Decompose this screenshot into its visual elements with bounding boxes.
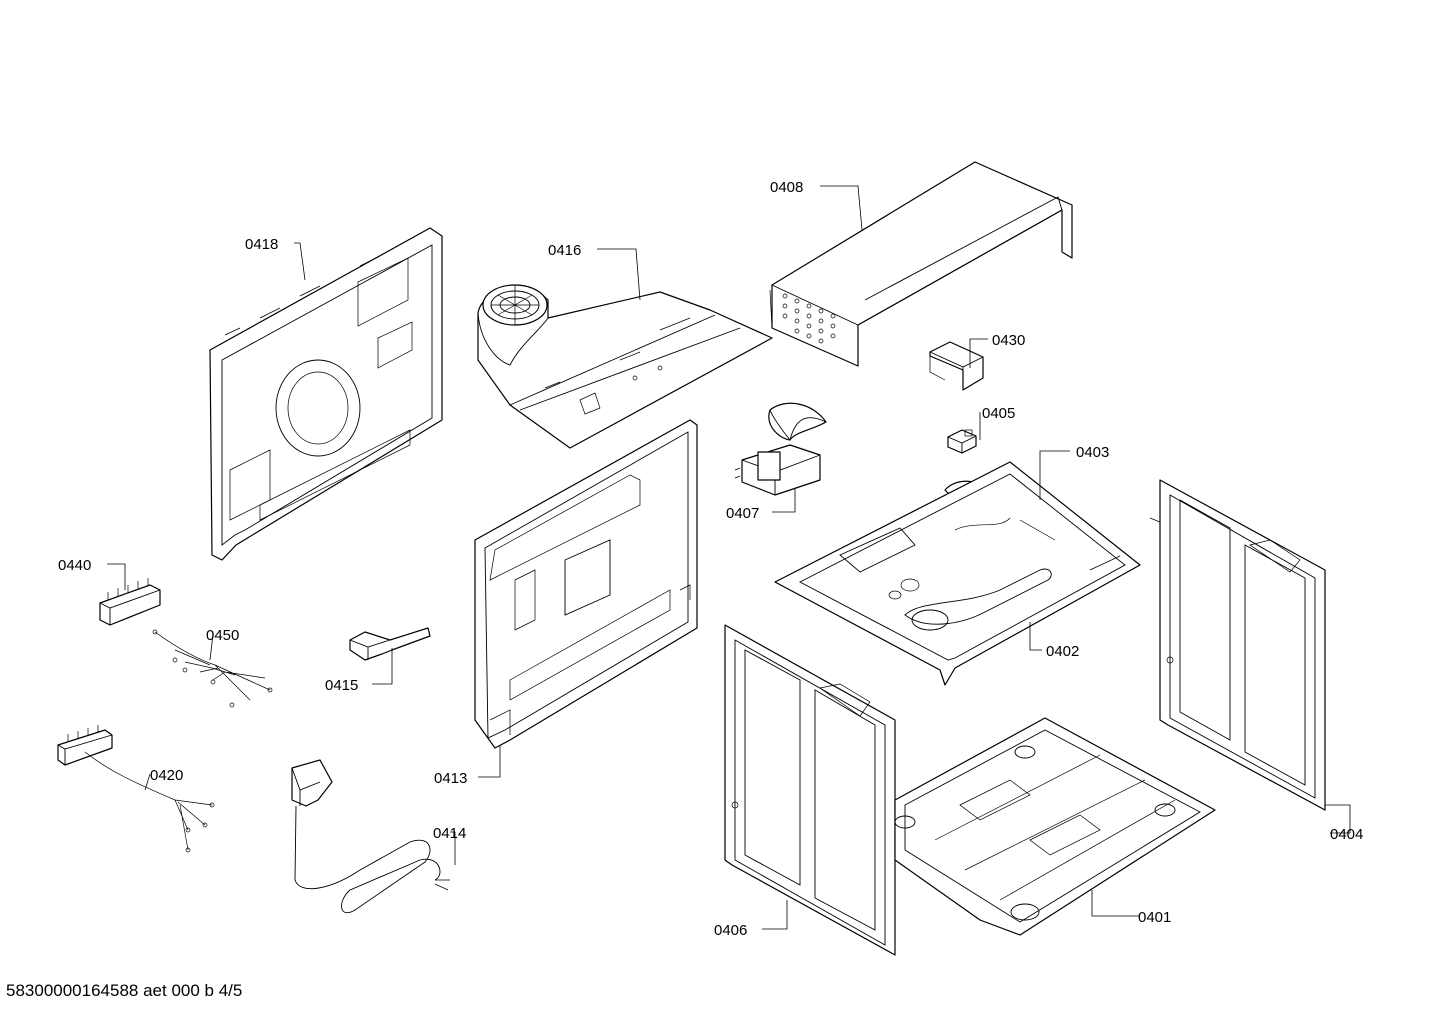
label-0404: 0404 [1330, 826, 1363, 843]
part-0406-left-side-panel [724, 624, 896, 956]
part-0402-top-cover-plate [774, 461, 1141, 686]
label-0430: 0430 [992, 332, 1025, 349]
label-0414: 0414 [433, 825, 466, 842]
label-0402: 0402 [1046, 643, 1079, 660]
part-0450-wiring-harness-upper [152, 629, 273, 708]
label-0406: 0406 [714, 922, 747, 939]
leader-lines [107, 185, 1351, 930]
label-0405: 0405 [982, 405, 1015, 422]
part-0415-door-switch [349, 627, 431, 661]
label-0440: 0440 [58, 557, 91, 574]
part-0408-control-panel-frame [769, 161, 1073, 367]
part-0404-right-side-panel [1149, 479, 1326, 811]
label-0415: 0415 [325, 677, 358, 694]
label-0407: 0407 [726, 505, 759, 522]
part-0420-wiring-harness-lower [57, 725, 215, 853]
label-0420: 0420 [150, 767, 183, 784]
label-0413: 0413 [434, 770, 467, 787]
part-0416-fan-duct-assembly [477, 284, 773, 449]
part-0440-terminal-block [99, 578, 161, 626]
part-0430-cover-cap [929, 341, 984, 391]
label-0416: 0416 [548, 242, 581, 259]
label-0401: 0401 [1138, 909, 1171, 926]
part-0405-thermostat-clip [947, 429, 977, 454]
part-labels: 0401 0402 0403 0404 0405 0406 0407 0408 … [58, 179, 1363, 939]
label-0408: 0408 [770, 179, 803, 196]
document-reference-footer: 58300000164588 aet 000 b 4/5 [6, 981, 243, 1000]
part-0401-base-tray [894, 717, 1216, 936]
part-0414-mains-cable [291, 759, 450, 913]
label-0450: 0450 [206, 627, 239, 644]
part-0413-rear-wall-panel [474, 419, 698, 749]
part-0407-cooling-fan-motor [734, 402, 827, 496]
label-0403: 0403 [1076, 444, 1109, 461]
part-0418-back-cover-panel [209, 227, 443, 561]
label-0418: 0418 [245, 236, 278, 253]
